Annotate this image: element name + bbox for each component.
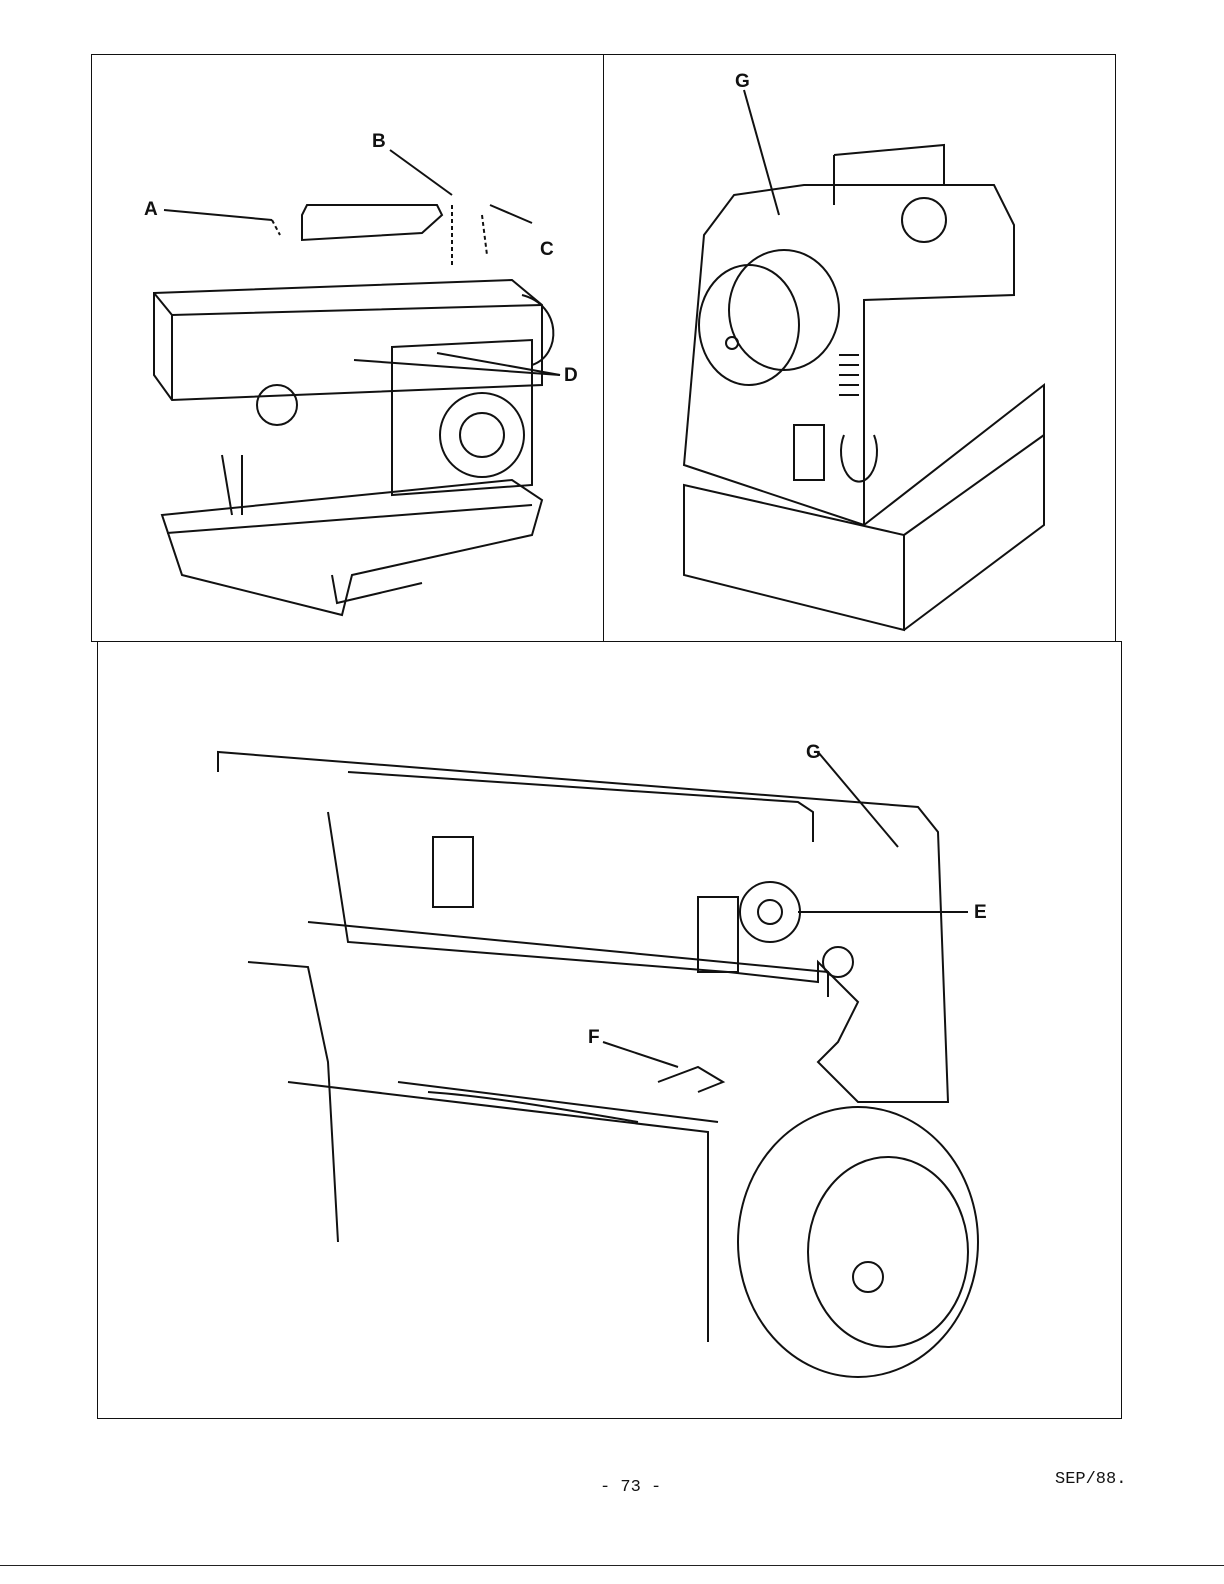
internal-mechanism-illustration [217,750,979,1378]
callout-arrows [163,149,561,376]
revision-date: SEP/88. [1055,1470,1127,1489]
sewing-machine-rear-illustration [682,89,1045,632]
callout-label-g: G [806,742,821,763]
page-number: - 73 - [600,1478,662,1497]
callout-label-d: D [564,365,578,386]
callout-label-c: C [540,239,554,260]
figure-internal-mechanism: G E F [97,641,1122,1419]
callout-label-g: G [735,71,750,92]
callout-label-b: B [372,131,386,152]
callout-label-f: F [588,1027,600,1048]
figure-machine-rear: G [603,54,1116,642]
sewing-machine-front-illustration [153,204,555,617]
figure-screw-removal-front: A B C D [91,54,605,642]
callout-label-a: A [144,199,158,220]
callout-label-e: E [974,902,987,923]
bottom-rule [0,1565,1224,1566]
